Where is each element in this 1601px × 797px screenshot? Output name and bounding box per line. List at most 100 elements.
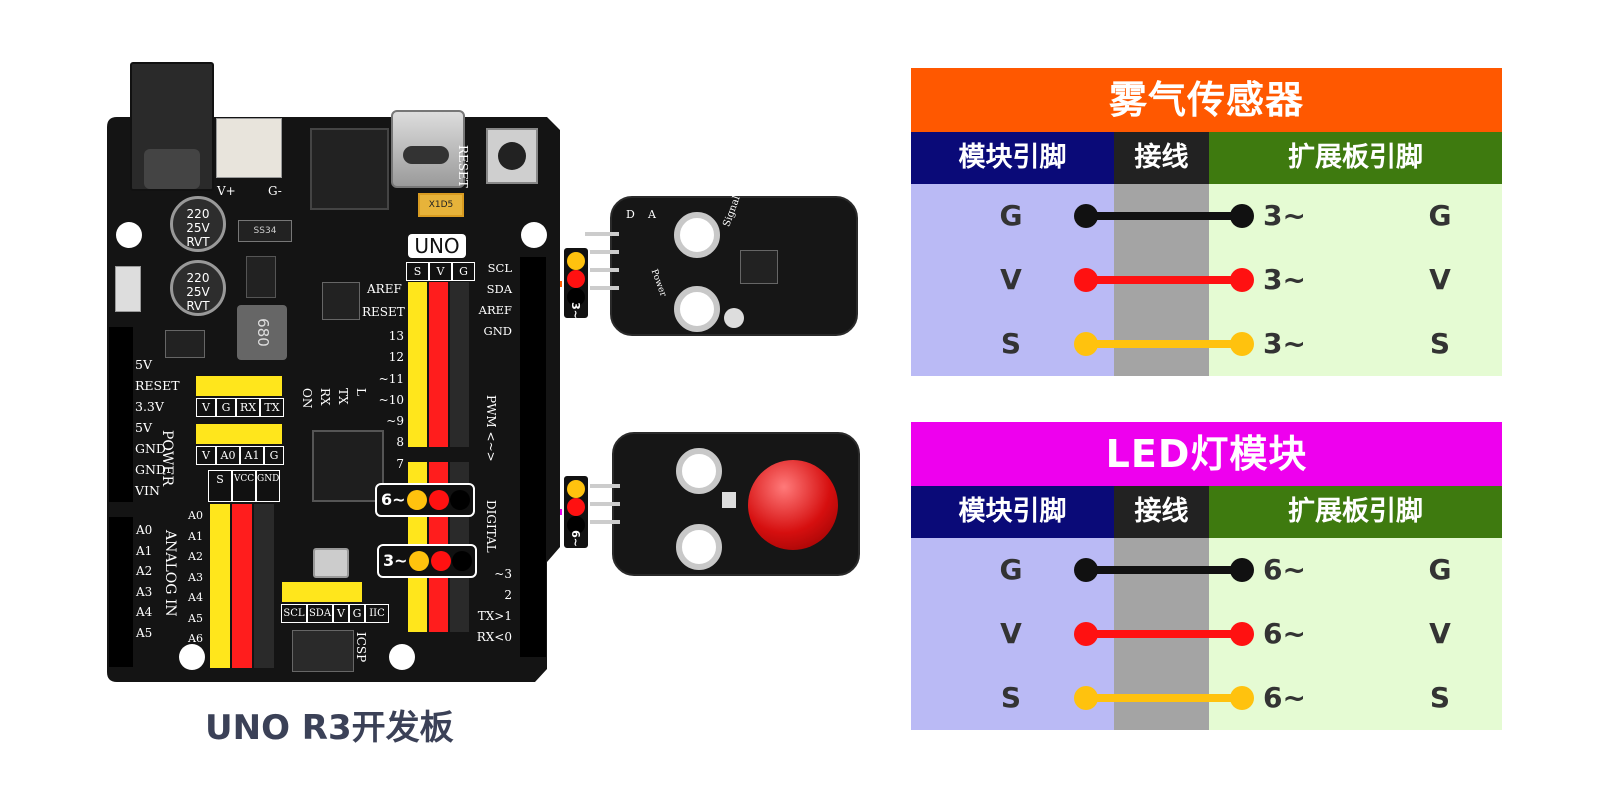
analog-pin-a4: A4 [136,605,153,619]
led-header-module-pin: 模块引脚 [911,486,1114,538]
fog-sensor-module: D A Signal Power [610,194,858,336]
led-row-power-wire [1086,630,1242,638]
reset-button[interactable] [486,128,538,184]
gminus-label: G- [268,184,282,198]
fog-header-module-pin: 模块引脚 [911,132,1114,184]
i2c-header [282,582,362,602]
connector-pin6[interactable]: 6~ [375,483,475,517]
grid-row-a6: A6 [188,632,203,645]
mid-pin-11: ~11 [378,371,404,386]
led-connector-tag: 6~ [562,474,590,550]
reset-silk: RESET [456,145,470,188]
led-row-ground-board-pin: 6~ [1263,553,1306,586]
power-pin-5v: 5V [135,357,152,372]
capacitor-2: 220 25V RVT [170,260,226,316]
digital-header-labels: S V G [406,262,475,281]
fog-tag-signal-dot [567,252,585,270]
pin3-signal-dot [409,551,429,571]
fog-row-signal-module-pin: S [1000,327,1022,360]
led-row-ground-wire [1086,566,1242,574]
digital-header-g: G [452,262,475,281]
inductor: 680 [237,305,287,360]
grid-header-gnd: GND [256,470,280,502]
analog-pin-a3: A3 [136,584,153,599]
led-header-board-pin: 扩展板引脚 [1209,486,1502,538]
led-row-power: V 6~ V [911,602,1502,666]
fog-row-power-board-side: V [1429,263,1451,296]
diode-ss34: SS34 [238,220,292,242]
fog-row-power-dot-left [1074,268,1098,292]
digital-black-top [450,282,469,447]
board-caption: UNO R3开发板 [205,708,454,748]
mid-pin-10: ~10 [378,392,404,407]
pin3-power-dot [431,551,451,571]
cap2-line3: RVT [186,299,210,313]
led-row-signal-wire [1086,694,1242,702]
uart-label-g: G [216,398,236,417]
fog-potentiometer [724,308,744,328]
power-pin-3v3: 3.3V [135,399,164,414]
cap2-line1: 220 [186,271,210,285]
led-tag-power-dot [567,498,585,516]
resonator [313,548,349,578]
fog-row-power-module-pin: V [1000,263,1022,296]
grid-header-vcc: VCC [232,470,256,502]
uart-labels: V G RX TX [196,398,284,417]
analog-label: ANALOG IN [162,530,178,617]
led-tag-signal-dot [567,480,585,498]
cap1-line3: RVT [186,235,210,249]
fog-silk-a: A [648,208,656,221]
regulator-chip [246,256,276,298]
fog-hole-bottom [674,286,720,332]
fog-tag-ground-dot [567,288,585,306]
usb-c-port [391,110,465,188]
pin6-ground-dot [450,490,470,510]
aux-labels: V A0 A1 G [196,446,284,465]
uart-label-rx: RX [236,398,260,417]
vplus-label: V+ [217,184,236,198]
led-header-wiring: 接线 [1114,486,1209,538]
grid-row-a1: A1 [188,529,203,543]
pin6-power-dot [429,490,449,510]
pwm-label: PWM <~> [484,395,498,462]
led-label-rx: RX [318,388,332,406]
grid-header-s: S [208,470,232,502]
led-row-signal-dot-left [1074,686,1098,710]
led-row-signal: S 6~ S [911,666,1502,730]
grid-row-a4: A4 [188,591,203,604]
crystal: X1D5 [418,193,464,217]
connector-pin3[interactable]: 3~ [377,544,477,578]
digital-yellow-top [408,282,427,447]
fog-row-power-board-pin: 3~ [1263,263,1306,296]
mid-pin-labels: 13 12 ~11 ~10 ~9 8 7 [374,326,404,475]
grid-row-a3: A3 [188,570,203,584]
fog-signal-label: Signal [721,194,743,229]
pin6-signal-dot [407,490,427,510]
led-row-ground-board-side: G [1428,553,1452,586]
usb-chip [310,128,389,210]
aux-label-a0: A0 [216,446,240,465]
analog-pin-labels: A0 A1 A2 A3 A4 A5 [136,520,176,643]
fog-row-signal-board-pin: 3~ [1263,327,1306,360]
right-pin-1: SDA [486,282,512,296]
led-hole-bottom [676,524,722,570]
fog-row-power-wire [1086,276,1242,284]
led-label-l: L [354,388,368,396]
led-pin-header [586,478,620,534]
digital-header-v: V [429,262,452,281]
grid-row-a0: A0 [188,509,203,522]
uart-label-v: V [196,398,216,417]
analog-pin-a0: A0 [136,523,153,537]
mid-pin-13: 13 [388,329,404,343]
right-pin-labels: SCL SDA AREF GND [478,258,512,342]
grid-row-a5: A5 [188,611,203,625]
led-row-ground: G 6~ G [911,538,1502,602]
led-row-ground-module-pin: G [999,553,1023,586]
led-row-power-module-pin: V [1000,617,1022,650]
fog-table-title: 雾气传感器 [911,68,1502,132]
i2c-label-g: G [349,604,365,623]
fog-table-body: G 3~ G V 3~ V S 3~ S [911,184,1502,376]
right-pin-0: SCL [487,261,512,275]
led-table-title: LED灯模块 [911,422,1502,486]
led-table-body: G 6~ G V 6~ V S 6~ S [911,538,1502,730]
